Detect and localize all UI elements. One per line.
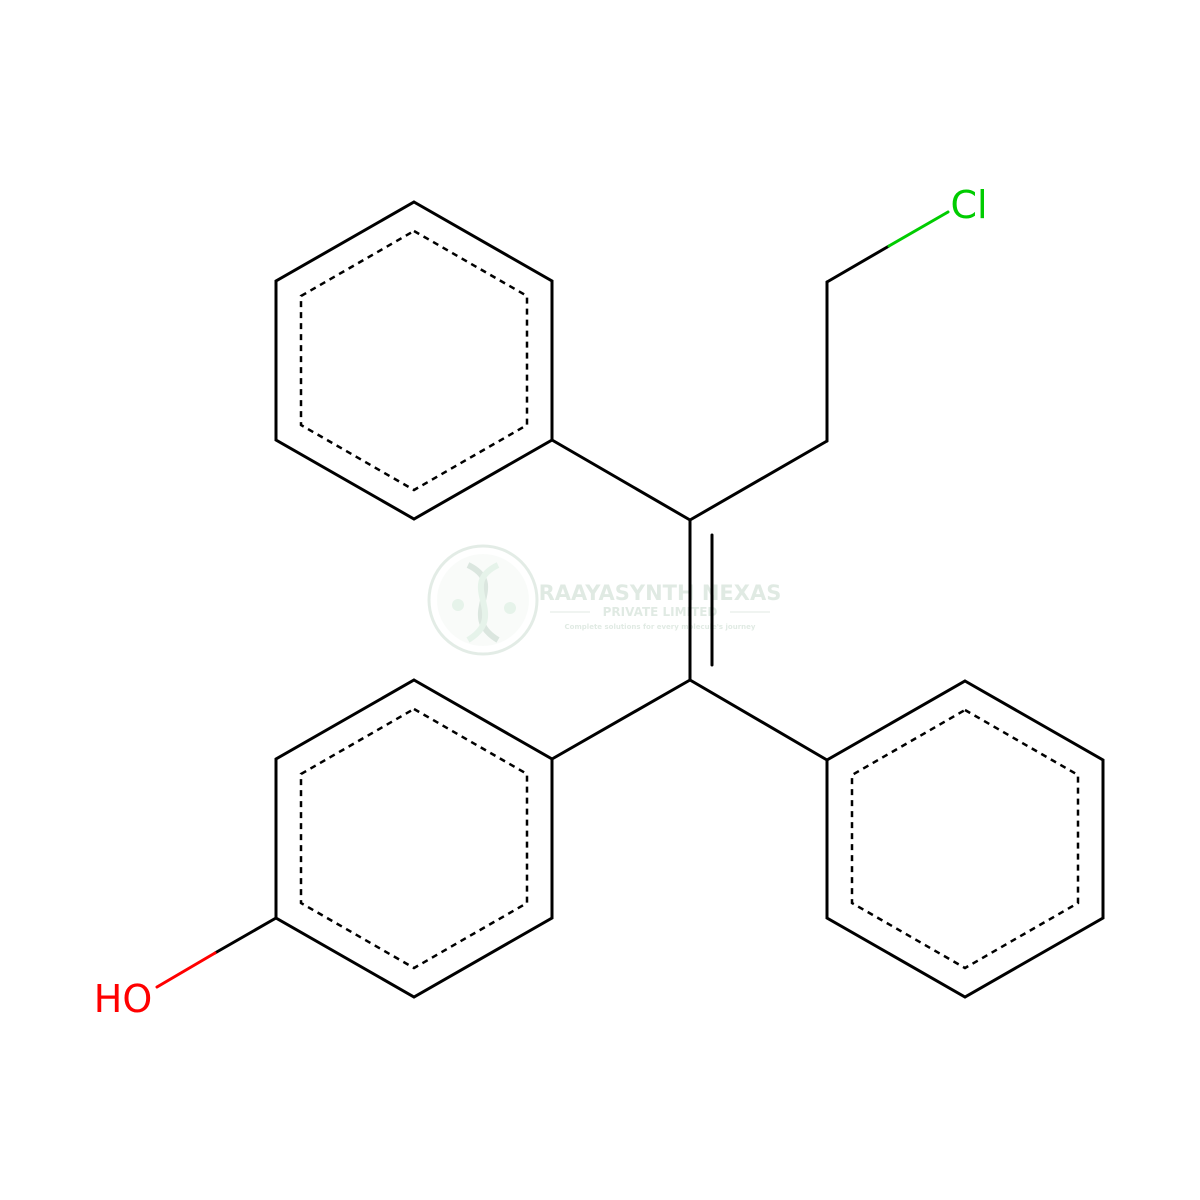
watermark-tagline: Complete solutions for every molecule's … <box>565 623 756 631</box>
watermark-subtitle: PRIVATE LIMITED <box>603 605 718 619</box>
watermark-company: RAAYASYNTH NEXAS <box>539 581 782 605</box>
bond-topring-to-c1 <box>550 438 692 522</box>
bond-ring-to-oh-black <box>213 916 278 955</box>
bond-ch2-to-cl-black <box>825 244 891 284</box>
bond-c1-to-ch2a <box>688 439 829 522</box>
top-phenyl-ring <box>274 200 554 521</box>
phenol-ring <box>274 678 554 999</box>
chlorine-label: Cl <box>950 183 987 227</box>
hydroxyl-label: HO <box>94 977 152 1021</box>
bond-c2-to-phenyl <box>688 678 829 762</box>
watermark: RAAYASYNTH NEXAS PRIVATE LIMITED Complet… <box>427 544 782 656</box>
watermark-logo <box>427 544 539 656</box>
bond-c2-to-phenol <box>550 678 692 761</box>
skeleton-bonds <box>550 280 829 762</box>
bond-ch2-to-cl-green <box>887 210 950 248</box>
bond-ring-to-oh-red <box>155 951 217 989</box>
right-phenyl-ring <box>825 679 1105 999</box>
